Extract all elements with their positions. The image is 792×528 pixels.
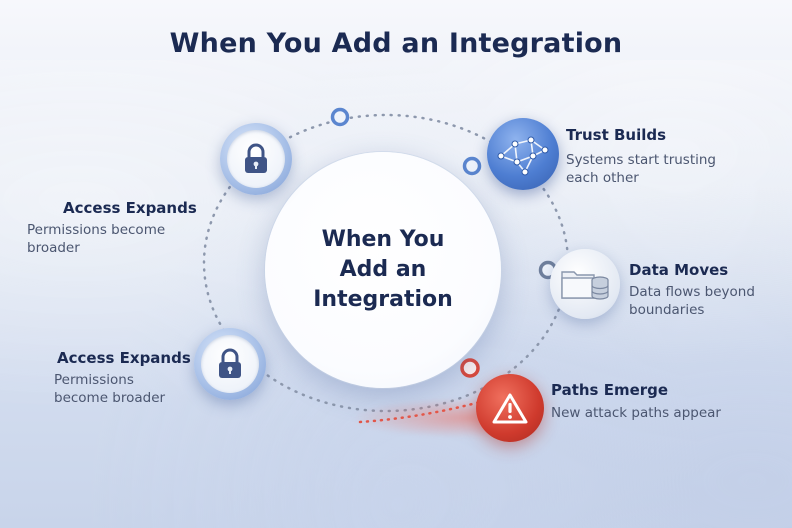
ring-node-top xyxy=(330,107,350,127)
network-nodes-icon xyxy=(497,136,549,176)
access-expands-1-desc-line-2: broader xyxy=(27,240,80,256)
data-moves-desc-line-2: boundaries xyxy=(629,302,705,318)
paths-emerge-title: Paths Emerge xyxy=(551,381,669,399)
paths-emerge-description: New attack paths appear xyxy=(551,404,721,422)
data-moves-desc-line-1: Data flows beyond xyxy=(629,284,755,300)
paths-emerge-desc-line-1: New attack paths appear xyxy=(551,405,721,421)
paths-emerge-icon-badge xyxy=(476,374,544,442)
access-expands-icon-badge-1 xyxy=(220,123,292,195)
access-expands-2-desc-line-2: become broader xyxy=(54,390,166,406)
center-hub-label: When You Add an Integration xyxy=(298,225,468,315)
center-line-3: Integration xyxy=(313,287,453,312)
data-moves-icon-badge xyxy=(550,249,620,319)
data-moves-description: Data flows beyond boundaries xyxy=(629,283,755,319)
ring-path-red-segment xyxy=(358,400,482,424)
ring-node-trust xyxy=(462,156,482,176)
trust-builds-title: Trust Builds xyxy=(566,126,667,144)
page-title: When You Add an Integration xyxy=(169,28,623,59)
lock-icon-backplate xyxy=(201,335,259,393)
center-line-2: Add an xyxy=(339,257,427,282)
access-expands-icon-badge-2 xyxy=(194,328,266,400)
center-line-1: When You xyxy=(321,227,445,252)
ring-node-paths xyxy=(460,358,480,378)
access-expands-2-desc-line-1: Permissions xyxy=(54,372,134,388)
warning-icon xyxy=(492,393,528,424)
trust-builds-desc-line-1: Systems start trusting xyxy=(566,152,717,168)
folder-database-icon xyxy=(561,271,609,300)
lock-icon xyxy=(219,348,241,378)
trust-builds-icon-badge xyxy=(487,118,559,190)
access-expands-description-1: Permissions become broader xyxy=(27,221,165,257)
access-expands-title-2: Access Expands xyxy=(57,349,191,367)
data-moves-title: Data Moves xyxy=(629,261,729,279)
trust-builds-description: Systems start trusting each other xyxy=(566,151,716,187)
access-expands-description-2: Permissions become broader xyxy=(54,371,165,407)
alert-glow xyxy=(350,398,500,438)
trust-builds-desc-line-2: each other xyxy=(566,170,639,186)
lock-icon-backplate xyxy=(227,130,285,188)
access-expands-title-1: Access Expands xyxy=(63,199,197,217)
lock-icon xyxy=(245,143,267,173)
access-expands-1-desc-line-1: Permissions become xyxy=(27,222,166,238)
center-hub: When You Add an Integration xyxy=(265,152,501,388)
